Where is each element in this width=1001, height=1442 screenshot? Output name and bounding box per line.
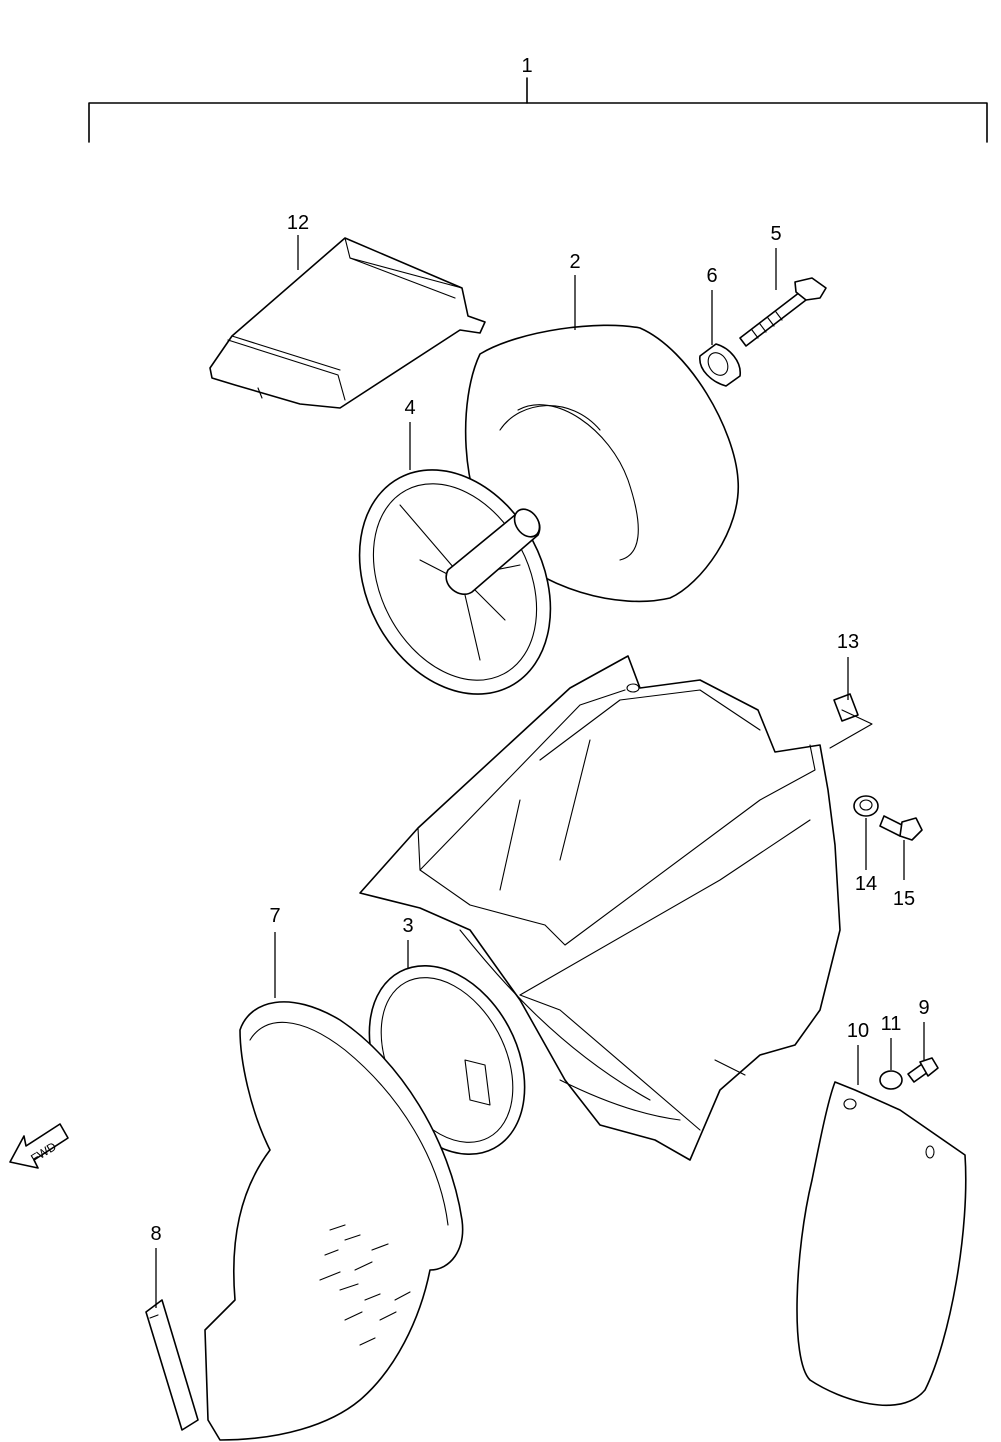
part-6-grommet: [699, 343, 741, 387]
part-5-bolt: [739, 277, 827, 347]
callout-14: 14: [855, 873, 877, 895]
callout-2: 2: [569, 251, 580, 273]
part-4-filter-cage: [358, 469, 552, 695]
callout-12: 12: [287, 212, 309, 234]
callout-10: 10: [847, 1020, 869, 1042]
callout-5: 5: [770, 223, 781, 245]
part-15-flange-bolt: [879, 815, 923, 841]
part-9-bolt: [907, 1057, 939, 1083]
leader-lines: [155, 235, 925, 1308]
air-cleaner-box: [359, 655, 841, 1161]
callout-6: 6: [706, 265, 717, 287]
callout-labels: 1 12 2 5 6 4 13 14 15 7 3 9 10 11 8: [150, 55, 929, 1245]
callout-9: 9: [918, 997, 929, 1019]
part-13-clip: [829, 693, 873, 749]
callout-15: 15: [893, 888, 915, 910]
callout-11: 11: [881, 1013, 902, 1035]
part-12-cover-plate: [209, 237, 486, 409]
callout-7: 7: [269, 905, 280, 927]
callout-8: 8: [150, 1223, 161, 1245]
callout-4: 4: [404, 397, 415, 419]
callout-1: 1: [521, 55, 532, 77]
part-7-intake-boot: [204, 1001, 464, 1441]
part-11-collar: [879, 1070, 903, 1090]
part-10-side-cover: [796, 1081, 967, 1406]
fwd-arrow-icon: FWD: [9, 1123, 69, 1169]
part-14-collar: [853, 795, 879, 817]
callout-13: 13: [837, 631, 859, 653]
assembly-bracket: [88, 77, 988, 143]
callout-3: 3: [402, 915, 413, 937]
part-8-clamp-band: [145, 1299, 199, 1431]
